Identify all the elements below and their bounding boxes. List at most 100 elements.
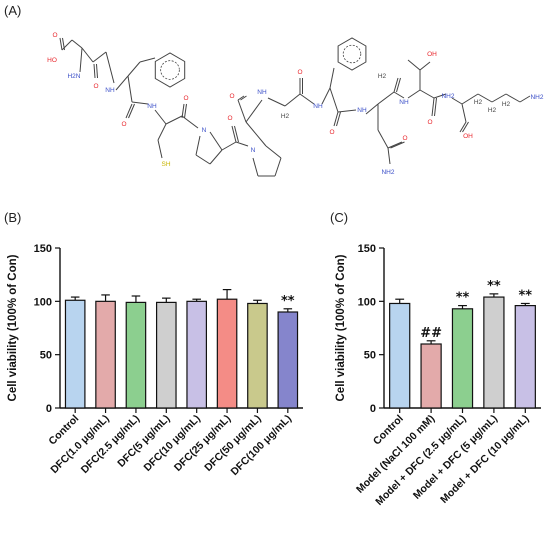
bar <box>483 296 505 409</box>
bond <box>365 103 379 115</box>
bond <box>221 141 237 151</box>
bond <box>419 89 435 99</box>
bond <box>61 39 73 51</box>
bond <box>274 157 282 177</box>
double-bond <box>93 63 96 79</box>
panel-label-b: (B) <box>4 210 21 225</box>
phenyl-ring-2 <box>337 37 367 71</box>
double-bond <box>336 111 341 127</box>
bond <box>419 61 431 71</box>
atom-label: N <box>202 127 207 134</box>
bond <box>157 123 167 141</box>
bar <box>64 299 86 409</box>
y-tick-label: 50 <box>364 350 376 362</box>
bond <box>491 93 507 103</box>
double-bond <box>237 95 245 101</box>
bond <box>209 131 223 151</box>
atom-label: SH <box>161 161 170 168</box>
atom-label: NH <box>147 103 157 110</box>
atom-label: O <box>427 119 432 126</box>
bar <box>451 308 474 409</box>
bond <box>299 93 315 105</box>
bar <box>216 298 238 409</box>
bond <box>387 147 391 165</box>
bond <box>321 87 331 105</box>
y-tick-label: 50 <box>40 350 52 362</box>
significance-label: ** <box>487 279 501 294</box>
double-bond <box>128 103 135 119</box>
bond <box>451 97 463 105</box>
bond <box>252 157 259 177</box>
bond <box>115 75 129 91</box>
significance-label: ** <box>518 288 532 303</box>
bond <box>265 145 282 159</box>
bond <box>245 99 263 123</box>
significance-label: ** <box>281 294 295 309</box>
bond <box>237 99 247 123</box>
bond <box>79 47 83 73</box>
bond <box>165 115 183 125</box>
atom-label: NH <box>105 87 115 94</box>
bond <box>81 47 94 63</box>
bond <box>209 149 223 165</box>
atom-label: O <box>93 83 98 90</box>
y-axis-title: Cell viability (100% of Con) <box>335 254 347 401</box>
bar <box>125 301 147 409</box>
bond <box>377 129 389 149</box>
bond <box>337 109 357 113</box>
bond <box>127 61 141 77</box>
atom-label: HO <box>47 57 57 64</box>
atom-label: NH2 <box>441 93 454 100</box>
atom-label: H2 <box>378 73 387 80</box>
double-bond <box>231 125 237 143</box>
bond <box>433 93 447 99</box>
bond <box>154 109 167 125</box>
atom-label: NH <box>357 107 367 114</box>
bond <box>461 93 479 105</box>
y-axis-title: Cell viability (100% of Con) <box>7 254 19 401</box>
atom-label: O <box>183 95 188 102</box>
bar <box>247 302 268 409</box>
bond <box>139 57 156 63</box>
atom-label: O <box>52 32 57 39</box>
bond <box>519 95 531 103</box>
panel-label-c: (C) <box>330 210 348 225</box>
bond <box>195 154 211 165</box>
double-bond <box>462 121 469 133</box>
bond <box>329 87 339 113</box>
double-bond <box>240 95 247 101</box>
bar <box>186 300 208 409</box>
bond <box>407 59 421 71</box>
y-tick-label: 150 <box>34 243 52 255</box>
double-bond <box>96 63 98 79</box>
double-bond <box>434 97 437 117</box>
double-bond <box>390 141 405 149</box>
bond <box>461 103 467 123</box>
y-tick-label: 0 <box>46 403 52 415</box>
double-bond <box>431 97 435 117</box>
atom-label: H2 <box>281 113 290 120</box>
atom-label: OH <box>463 133 473 140</box>
atom-label: O <box>229 93 234 100</box>
double-bond <box>393 77 399 93</box>
bond <box>71 39 83 49</box>
double-bond <box>184 103 187 119</box>
bar <box>514 305 536 409</box>
bond <box>505 93 521 103</box>
bond <box>284 93 301 107</box>
bond <box>157 139 163 159</box>
atom-label: NH2 <box>530 94 543 101</box>
bar <box>95 300 116 409</box>
y-tick-label: 0 <box>370 403 376 415</box>
atom-label: OH <box>427 51 437 58</box>
bond <box>245 121 267 147</box>
double-bond <box>59 37 63 51</box>
bond <box>267 97 286 107</box>
panel-label-a: (A) <box>4 3 21 18</box>
phenyl-ring-1 <box>154 52 186 88</box>
atom-label: N <box>251 147 256 154</box>
bar <box>155 301 177 409</box>
bond <box>407 89 421 99</box>
